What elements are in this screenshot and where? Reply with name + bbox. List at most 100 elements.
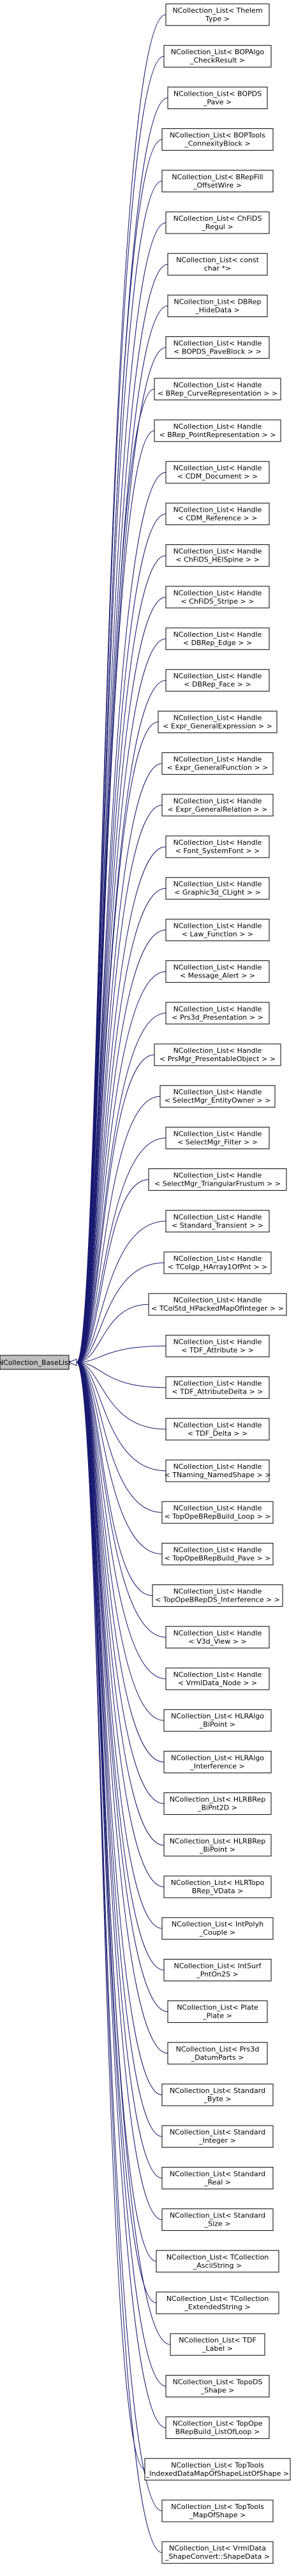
derived-class-node[interactable]: NCollection_List< Standard_Size > (161, 2208, 274, 2231)
derived-class-node[interactable]: NCollection_List< Handle< ChFiDS_Stripe … (165, 586, 270, 609)
derived-class-node[interactable]: NCollection_List< BOPAlgo_CheckResult > (163, 45, 272, 68)
derived-class-box[interactable] (148, 1168, 287, 1191)
derived-class-box[interactable] (165, 1334, 270, 1357)
derived-class-box[interactable] (156, 2250, 279, 2273)
derived-class-box[interactable] (165, 502, 270, 525)
derived-class-node[interactable]: NCollection_List< Handle< V3d_View > > (165, 1626, 270, 1649)
derived-class-box[interactable] (163, 1958, 272, 1981)
derived-class-node[interactable]: NCollection_List< Plate_Plate > (167, 2000, 268, 2023)
derived-class-node[interactable]: NCollection_List< TopTools_MapOfShape > (161, 2499, 274, 2522)
derived-class-box[interactable] (154, 419, 281, 442)
derived-class-box[interactable] (165, 627, 270, 650)
derived-class-node[interactable]: NCollection_List< Handle< Expr_GeneralRe… (161, 794, 274, 817)
derived-class-node[interactable]: NCollection_List< Handle< Graphic3d_CLig… (165, 877, 270, 900)
derived-class-node[interactable]: NCollection_List< Handle< VrmlData_Node … (165, 1667, 270, 1690)
derived-class-box[interactable] (161, 170, 274, 193)
derived-class-box[interactable] (163, 1792, 272, 1815)
derived-class-node[interactable]: NCollection_List< TopTools_IndexedDataMa… (144, 2458, 291, 2481)
derived-class-node[interactable]: NCollection_List< IntSurf_PntOn2S > (163, 1958, 272, 1981)
derived-class-box[interactable] (165, 1126, 270, 1149)
derived-class-node[interactable]: NCollection_List< Handle< SelectMgr_Filt… (165, 1126, 270, 1149)
derived-class-node[interactable]: NCollection_List< BRepFill_OffsetWire > (161, 170, 274, 193)
derived-class-node[interactable]: NCollection_List< ChFiDS_Regul > (165, 211, 270, 234)
derived-class-box[interactable] (165, 336, 270, 359)
derived-class-node[interactable]: NCollection_List< Handle< Standard_Trans… (165, 1210, 270, 1233)
derived-class-box[interactable] (165, 835, 270, 858)
derived-class-node[interactable]: NCollection_List< Handle< Expr_GeneralFu… (161, 752, 274, 775)
derived-class-node[interactable]: NCollection_List< Handle< TDF_Delta > > (165, 1418, 270, 1441)
derived-class-box[interactable] (165, 1210, 270, 1233)
derived-class-box[interactable] (154, 378, 281, 401)
derived-class-node[interactable]: NCollection_List< Handle< CDM_Document >… (165, 461, 270, 484)
derived-class-box[interactable] (167, 2000, 268, 2023)
derived-class-node[interactable]: NCollection_List< Handle< ChFiDS_HElSpin… (165, 544, 270, 567)
derived-class-node[interactable]: NCollection_List< Handle< Message_Alert … (165, 960, 270, 983)
derived-class-box[interactable] (161, 128, 274, 151)
derived-class-box[interactable] (161, 2208, 274, 2231)
derived-class-node[interactable]: NCollection_List< Handle< Law_Function >… (165, 918, 270, 941)
derived-class-box[interactable] (165, 211, 270, 234)
derived-class-box[interactable] (165, 918, 270, 941)
base-class-node[interactable]: NCollection_BaseList (0, 1355, 71, 1370)
derived-class-node[interactable]: NCollection_List< Handle< BOPDS_PaveBloc… (165, 336, 270, 359)
derived-class-node[interactable]: NCollection_List< Handle< Prs3d_Presenta… (165, 1002, 270, 1025)
derived-class-box[interactable] (159, 1085, 276, 1108)
derived-class-node[interactable]: NCollection_List< Handle< CDM_Reference … (165, 502, 270, 525)
derived-class-node[interactable]: NCollection_List< Handle< TColStd_HPacke… (148, 1293, 287, 1316)
derived-class-box[interactable] (163, 1251, 272, 1274)
derived-class-node[interactable]: NCollection_List< Handle< DBRep_Face > > (165, 669, 270, 692)
derived-class-box[interactable] (167, 86, 268, 109)
derived-class-node[interactable]: NCollection_List< TopoDS_Shape > (165, 2374, 270, 2397)
derived-class-box[interactable] (152, 1584, 283, 1607)
derived-class-box[interactable] (161, 1917, 274, 1940)
derived-class-node[interactable]: NCollection_List< Handle< SelectMgr_Enti… (159, 1085, 276, 1108)
derived-class-box[interactable] (156, 2291, 279, 2314)
derived-class-node[interactable]: NCollection_List< Handle< BRep_CurveRepr… (154, 378, 281, 401)
derived-class-node[interactable]: NCollection_List< TopOpeBRepBuild_ListOf… (165, 2416, 270, 2439)
derived-class-box[interactable] (161, 794, 274, 817)
derived-class-node[interactable]: NCollection_List< IntPolyh_Couple > (161, 1917, 274, 1940)
derived-class-box[interactable] (163, 1875, 272, 1898)
derived-class-box[interactable] (165, 960, 270, 983)
derived-class-node[interactable]: NCollection_List< Standard_Real > (161, 2166, 274, 2189)
derived-class-node[interactable]: NCollection_List< HLRBRep_BiPoint > (163, 1834, 272, 1857)
derived-class-box[interactable] (165, 1667, 270, 1690)
derived-class-box[interactable] (165, 2374, 270, 2397)
derived-class-node[interactable]: NCollection_List< Handle< TColgp_HArray1… (163, 1251, 272, 1274)
derived-class-box[interactable] (165, 1459, 270, 1482)
derived-class-node[interactable]: NCollection_List< TDF_Label > (170, 2333, 265, 2356)
derived-class-node[interactable]: NCollection_List< VrmlData_ShapeConvert:… (161, 2541, 274, 2564)
derived-class-node[interactable]: NCollection_List< Handle< TopOpeBRepBuil… (161, 1542, 274, 1565)
derived-class-box[interactable] (158, 710, 278, 733)
derived-class-box[interactable] (165, 1376, 270, 1399)
derived-class-box[interactable] (161, 2125, 274, 2148)
derived-class-node[interactable]: NCollection_List< Handle< Expr_GeneralEx… (158, 710, 278, 733)
derived-class-box[interactable] (144, 2458, 291, 2481)
derived-class-node[interactable]: NCollection_List< Handle< TDF_AttributeD… (165, 1376, 270, 1399)
derived-class-box[interactable] (161, 2166, 274, 2189)
derived-class-box[interactable] (167, 294, 268, 317)
derived-class-node[interactable]: NCollection_List< Handle< BRep_PointRepr… (154, 419, 281, 442)
derived-class-node[interactable]: NCollection_List< TCollection_ExtendedSt… (156, 2291, 279, 2314)
derived-class-box[interactable] (163, 1834, 272, 1857)
derived-class-node[interactable]: NCollection_List< DBRep_HideData > (167, 294, 268, 317)
derived-class-node[interactable]: NCollection_List< Handle< DBRep_Edge > > (165, 627, 270, 650)
derived-class-node[interactable]: NCollection_List< Handle< TopOpeBRepDS_I… (152, 1584, 283, 1607)
derived-class-box[interactable] (165, 2416, 270, 2439)
derived-class-node[interactable]: NCollection_List< BOPDS_Pave > (167, 86, 268, 109)
derived-class-node[interactable]: NCollection_List< Handle< TDF_Attribute … (165, 1334, 270, 1357)
derived-class-node[interactable]: NCollection_List< HLRBRep_BiPnt2D > (163, 1792, 272, 1815)
base-class-box[interactable] (0, 1355, 70, 1370)
derived-class-box[interactable] (161, 2499, 274, 2522)
derived-class-node[interactable]: NCollection_List< Standard_Integer > (161, 2125, 274, 2148)
derived-class-node[interactable]: NCollection_List< HLRAlgo_Interference > (163, 1750, 272, 1773)
derived-class-box[interactable] (163, 1750, 272, 1773)
derived-class-node[interactable]: NCollection_List< TCollection_AsciiStrin… (156, 2250, 279, 2273)
derived-class-box[interactable] (161, 2083, 274, 2106)
derived-class-node[interactable]: NCollection_List< Handle< PrsMgr_Present… (154, 1043, 281, 1066)
derived-class-node[interactable]: NCollection_List< Handle< TopOpeBRepBuil… (161, 1501, 274, 1524)
derived-class-box[interactable] (163, 45, 272, 68)
